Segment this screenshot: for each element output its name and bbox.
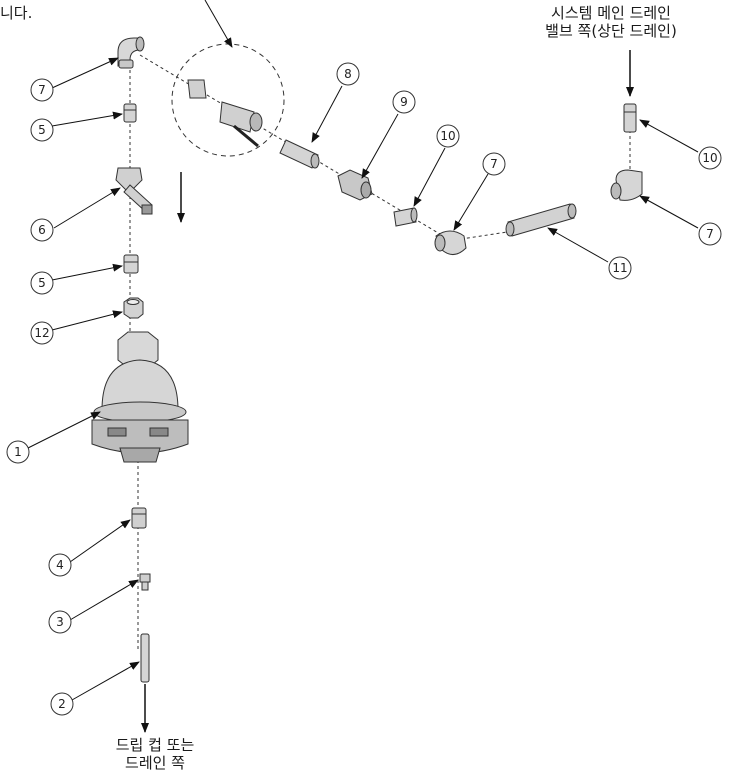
callout-5-lower-nipple: 5	[30, 271, 54, 295]
ball-valve-detail-circle	[171, 43, 285, 157]
callout-11-long-nipple: 11	[608, 256, 632, 280]
reducer-fitting	[131, 507, 147, 529]
hex-bushing	[123, 297, 144, 319]
main-drain-caption-line2: 밸브 쪽(상단 드레인)	[545, 22, 677, 40]
svg-text:12: 12	[34, 326, 49, 340]
svg-text:5: 5	[38, 123, 46, 137]
ball-valve	[187, 79, 263, 148]
callout-7-top-elbow: 7	[30, 78, 54, 102]
svg-text:7: 7	[38, 83, 46, 97]
svg-text:5: 5	[38, 276, 46, 290]
long-pipe-nipple	[505, 203, 577, 237]
callout-2-tube: 2	[50, 692, 74, 716]
nipple-fitting-lower	[123, 254, 139, 274]
main-drain-caption-line1: 시스템 메인 드레인	[551, 4, 671, 22]
pipe-union	[337, 169, 373, 201]
svg-text:3: 3	[56, 615, 64, 629]
callout-9-union: 9	[392, 90, 416, 114]
callout-6-strainer: 6	[30, 218, 54, 242]
svg-text:7: 7	[706, 227, 714, 241]
pipe-nipple	[279, 139, 320, 169]
svg-text:2: 2	[58, 697, 66, 711]
elbow-fitting-right	[610, 169, 643, 201]
svg-text:7: 7	[490, 157, 498, 171]
drip-cup-caption: 드립 컵 또는 드레인 쪽	[80, 736, 230, 772]
elbow-fitting-middle	[434, 230, 467, 255]
callout-1-valve: 1	[6, 440, 30, 464]
drip-cup-caption-line2: 드레인 쪽	[125, 754, 185, 772]
svg-text:6: 6	[38, 223, 46, 237]
callout-8-nipple: 8	[336, 62, 360, 86]
drain-valve-body	[91, 331, 189, 463]
svg-text:4: 4	[56, 558, 64, 572]
assembly-centerlines	[129, 54, 631, 650]
callout-4-reducer: 4	[48, 553, 72, 577]
drip-cup-caption-line1: 드립 컵 또는	[115, 736, 195, 754]
callout-7-middle-elbow: 7	[482, 152, 506, 176]
svg-text:9: 9	[400, 95, 408, 109]
svg-text:11: 11	[612, 261, 627, 275]
callout-10-middle-nipple: 10	[436, 124, 460, 148]
y-strainer	[115, 167, 153, 215]
callout-12-bushing: 12	[30, 321, 54, 345]
callout-leader-lines	[27, 57, 699, 701]
svg-text:10: 10	[702, 151, 717, 165]
orifice-fitting	[139, 573, 151, 591]
top-text-fragment: 니다.	[0, 4, 33, 22]
callout-7-right-elbow: 7	[698, 222, 722, 246]
elbow-fitting-top	[117, 36, 145, 69]
nipple-fitting-upper	[123, 103, 137, 123]
svg-text:10: 10	[440, 129, 455, 143]
callout-3-orifice: 3	[48, 610, 72, 634]
short-nipple-right	[623, 103, 637, 133]
svg-text:8: 8	[344, 67, 352, 81]
svg-text:1: 1	[14, 445, 22, 459]
detail-leader-line	[204, 0, 233, 48]
short-nipple-middle	[393, 207, 418, 227]
callout-10-right-nipple: 10	[698, 146, 722, 170]
callout-5-upper-nipple: 5	[30, 118, 54, 142]
main-drain-caption: 시스템 메인 드레인 밸브 쪽(상단 드레인)	[496, 4, 726, 40]
drain-tube	[140, 633, 150, 683]
